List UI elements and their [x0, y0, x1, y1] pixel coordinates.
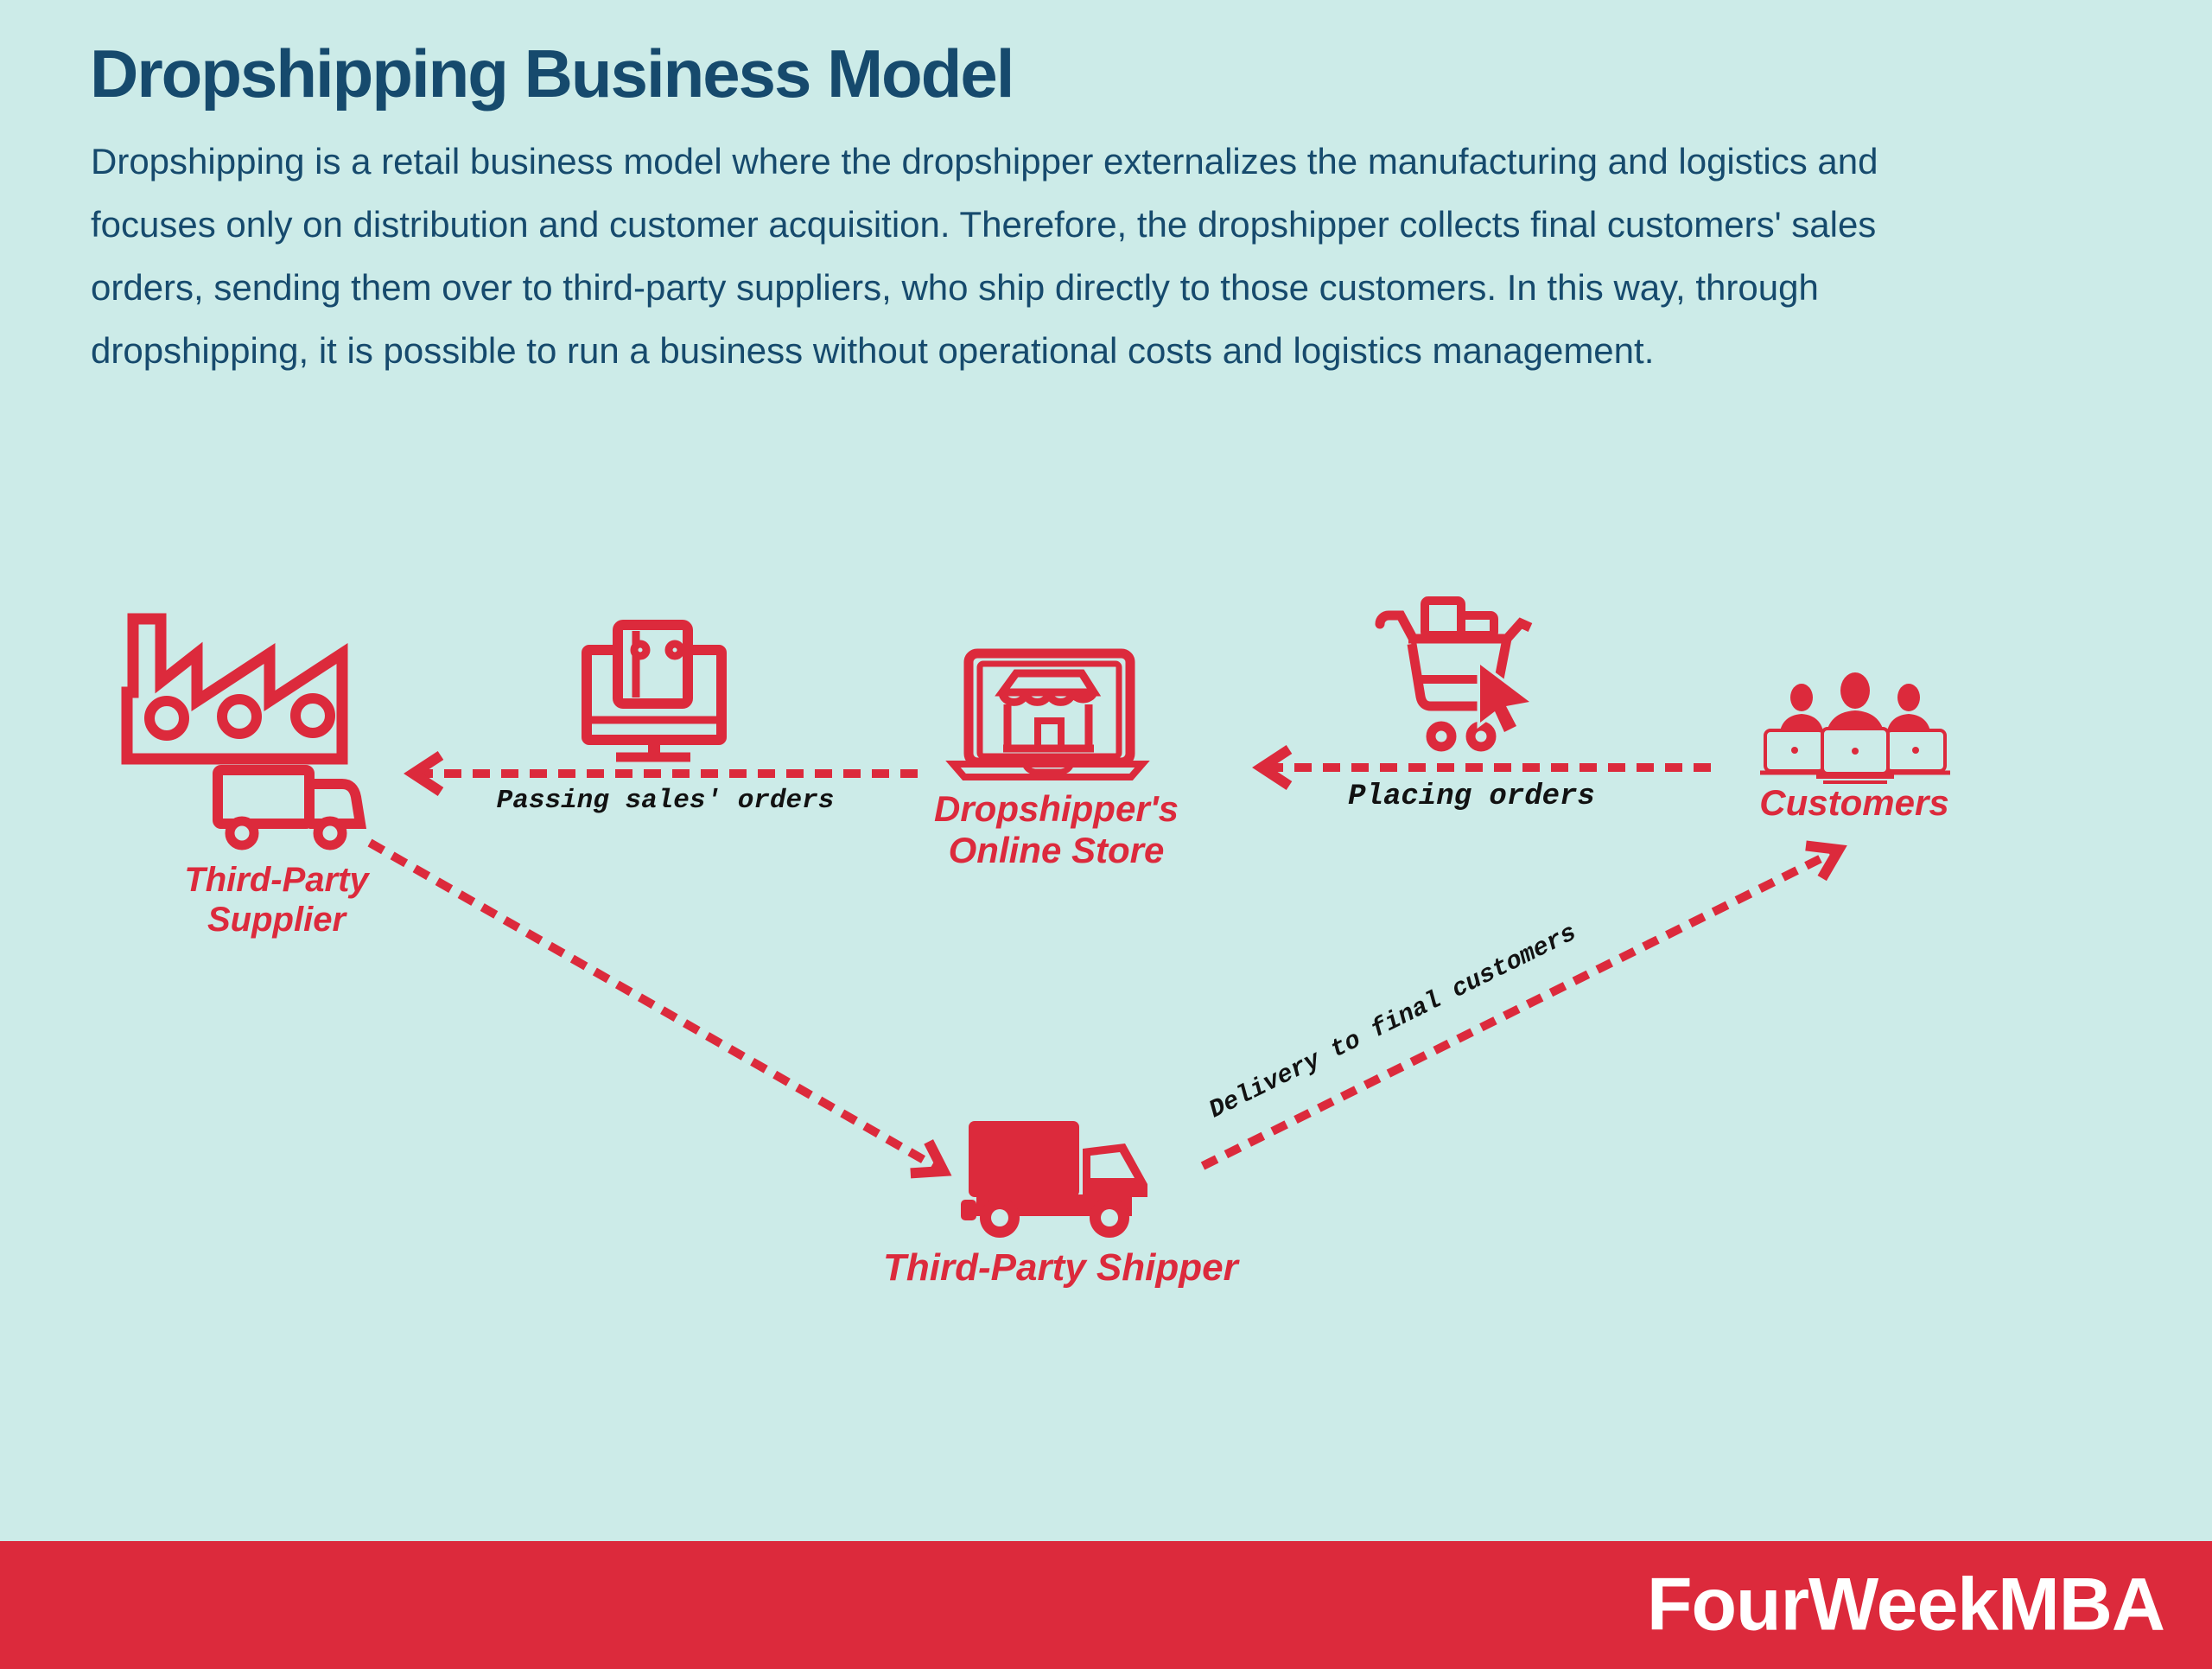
- description-line: focuses only on distribution and custome…: [91, 204, 1877, 245]
- flow-line-order-forwarding: [367, 838, 952, 1179]
- delivery-truck-icon: [961, 1121, 1147, 1238]
- description-line: orders, sending them over to third-party…: [91, 267, 1819, 308]
- flow-line-delivery: [1200, 840, 1847, 1170]
- footer-bar: FourWeekMBA: [0, 1541, 2212, 1669]
- delivery-label: Delivery to final customers: [1205, 918, 1581, 1125]
- shipper-label-line: Third-Party Shipper: [883, 1246, 1238, 1289]
- brand-logo-text: FourWeekMBA: [1646, 1563, 2165, 1647]
- monitor-shopping-bag-icon: [582, 620, 727, 762]
- shopping-cart-cursor-icon: [1375, 596, 1537, 752]
- description-paragraph: Dropshipping is a retail business model …: [91, 130, 1878, 382]
- store-label-line: Dropshipper's: [933, 788, 1179, 829]
- factory-truck-icon: [121, 613, 367, 850]
- page-title: Dropshipping Business Model: [90, 35, 1014, 111]
- placing-orders-label: Placing orders: [1348, 780, 1595, 813]
- people-laptops-icon: [1760, 672, 1950, 784]
- store-label: Dropshipper's Online Store: [903, 788, 1210, 871]
- supplier-label: Third-Party Supplier: [125, 860, 428, 940]
- customers-label: Customers: [1703, 782, 2005, 824]
- description-line: Dropshipping is a retail business model …: [91, 141, 1878, 182]
- shipper-label: Third-Party Shipper: [883, 1246, 1238, 1290]
- description-line: dropshipping, it is possible to run a bu…: [91, 330, 1655, 371]
- passing-orders-label: Passing sales' orders: [496, 786, 835, 816]
- supplier-label-line: Supplier: [207, 901, 346, 939]
- store-label-line: Online Store: [948, 830, 1165, 870]
- supplier-label-line: Third-Party: [184, 861, 369, 899]
- customers-label-line: Customers: [1759, 782, 1949, 823]
- laptop-storefront-icon: [945, 648, 1150, 780]
